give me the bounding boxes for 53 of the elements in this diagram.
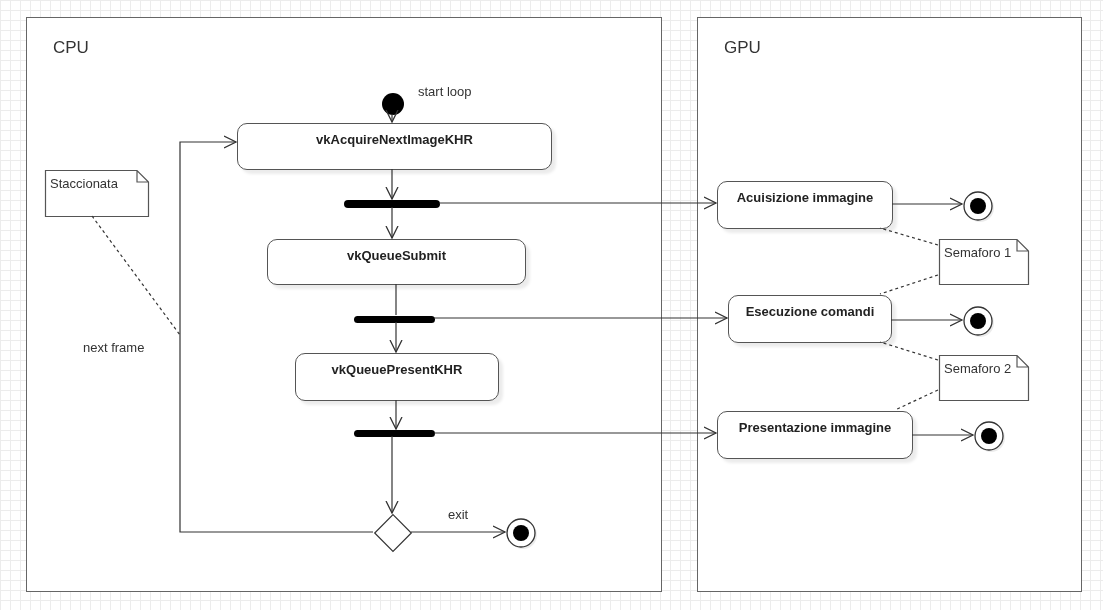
final-node bbox=[963, 191, 993, 221]
note-text: Staccionata bbox=[50, 177, 119, 192]
note-text: Semaforo 1 bbox=[944, 246, 1012, 261]
note-connector bbox=[894, 389, 939, 411]
arrow bbox=[433, 311, 728, 325]
final-node bbox=[963, 306, 993, 336]
lane-title: GPU bbox=[724, 38, 761, 58]
swimlane bbox=[26, 17, 662, 592]
action-box bbox=[717, 411, 913, 459]
action-box bbox=[717, 181, 893, 229]
action-box bbox=[237, 123, 552, 170]
arrow bbox=[410, 525, 506, 539]
action-label: vkQueuePresentKHR bbox=[330, 361, 464, 377]
action-box bbox=[267, 239, 526, 285]
arrow bbox=[891, 197, 963, 211]
fork-bar bbox=[354, 430, 435, 437]
swimlane bbox=[697, 17, 1082, 592]
note-connector bbox=[879, 341, 939, 361]
action-label: vkQueueSubmit bbox=[346, 247, 447, 263]
note bbox=[45, 170, 149, 217]
action-box bbox=[728, 295, 892, 343]
arrow bbox=[385, 109, 399, 123]
arrow bbox=[389, 321, 403, 353]
decision-diamond bbox=[374, 514, 412, 552]
arrow bbox=[911, 428, 974, 442]
edge-label: next frame bbox=[83, 340, 145, 355]
note bbox=[939, 239, 1029, 285]
lane-title: CPU bbox=[53, 38, 89, 58]
note-connector bbox=[879, 274, 939, 295]
arrow bbox=[433, 426, 717, 440]
note-connector bbox=[879, 227, 939, 246]
fork-bar bbox=[344, 200, 440, 208]
action-label: Presentazione immagine bbox=[737, 419, 893, 435]
arrow bbox=[385, 206, 399, 239]
action-label: Acuisizione immagine bbox=[735, 189, 875, 205]
action-box bbox=[295, 353, 499, 401]
note bbox=[939, 355, 1029, 401]
action-label: vkAcquireNextImageKHR bbox=[315, 131, 474, 147]
action-label: Esecuzione comandi bbox=[744, 303, 876, 319]
note-text: Semaforo 2 bbox=[944, 362, 1012, 377]
initial-node bbox=[382, 93, 404, 115]
arrow bbox=[389, 399, 403, 430]
arrow bbox=[179, 135, 374, 533]
arrow bbox=[385, 168, 399, 200]
final-node bbox=[974, 421, 1004, 451]
arrow bbox=[385, 435, 399, 514]
edge-label: exit bbox=[448, 507, 469, 522]
arrow bbox=[438, 196, 717, 210]
note-connector bbox=[91, 215, 181, 336]
fork-bar bbox=[354, 316, 435, 323]
edge-label: start loop bbox=[418, 84, 472, 99]
final-node bbox=[506, 518, 536, 548]
arrow bbox=[890, 313, 963, 327]
